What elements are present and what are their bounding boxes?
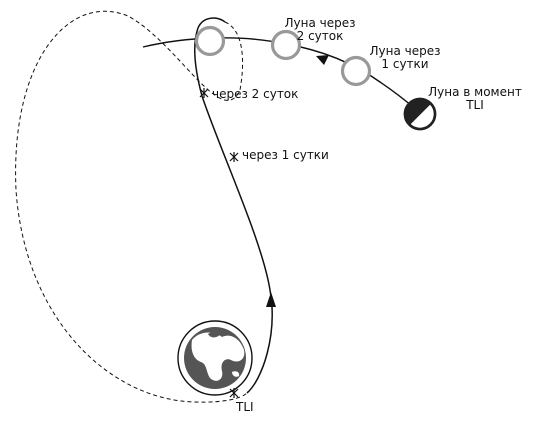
label-moon-2days-line2: 2 суток (296, 29, 344, 43)
trajectory-arrow (266, 292, 276, 307)
marker-tli (229, 388, 239, 398)
moon-tli (403, 97, 437, 131)
label-moon-1day-line1: Луна через (369, 44, 441, 58)
spacecraft-trajectory (194, 17, 273, 394)
moon-2days-alt (270, 29, 302, 61)
earth-land (191, 332, 245, 381)
label-moon-tli-line1: Луна в момент (428, 85, 522, 99)
moon-2days (194, 25, 226, 57)
marker-2days (199, 88, 209, 98)
label-moon-1day: Луна через 1 сутки (366, 45, 444, 71)
label-moon-tli: Луна в момент TLI (425, 86, 525, 112)
label-moon-1day-line2: 1 сутки (381, 57, 429, 71)
marker-1day (229, 152, 239, 162)
label-point-2days: через 2 суток (212, 87, 299, 101)
label-tli: TLI (236, 400, 254, 414)
label-point-1day: через 1 сутки (242, 148, 329, 162)
moon-1day (340, 55, 372, 87)
label-moon-tli-line2: TLI (466, 98, 484, 112)
label-moon-2days: Луна через 2 суток (281, 17, 359, 43)
label-moon-2days-line1: Луна через (284, 16, 356, 30)
moon-orbit-arrow (316, 55, 329, 65)
free-return-dashed-path (15, 10, 248, 403)
earth (177, 320, 253, 396)
